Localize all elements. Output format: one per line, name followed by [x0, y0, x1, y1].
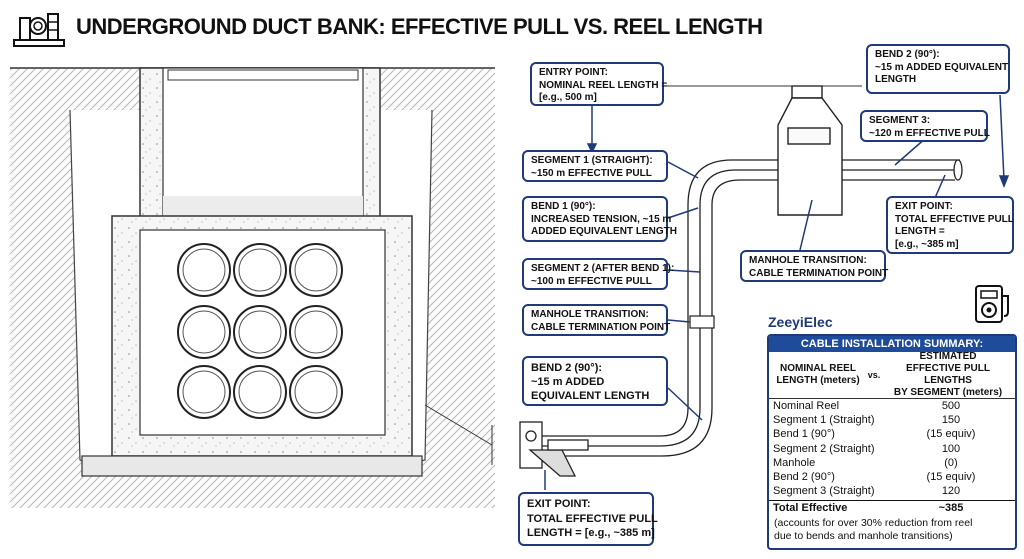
note-line: (accounts for over 30% reduction from re… — [774, 517, 973, 530]
callout-line: BEND 1 (90°): — [531, 201, 596, 212]
row-label: Nominal Reel — [773, 400, 840, 412]
callout-line: CABLE TERMINATION POINT — [749, 267, 889, 279]
total-row: Total Effective ~385 — [769, 500, 1015, 516]
total-label: Total Effective — [773, 502, 848, 515]
callout-exit-point-left: EXIT POINT: TOTAL EFFECTIVE PULL LENGTH … — [518, 492, 658, 546]
table-row: Bend 2 (90°) (15 equiv) — [769, 470, 1015, 484]
row-label: Bend 2 (90°) — [773, 470, 835, 483]
duct-logo-icon — [13, 13, 65, 47]
total-value: ~385 — [938, 502, 964, 515]
callout-line: EXIT POINT: — [527, 498, 591, 510]
callout-line: TOTAL EFFECTIVE PULL — [527, 512, 658, 525]
callout-line: LENGTH — [875, 74, 917, 85]
row-label: Segment 3 (Straight) — [773, 485, 875, 498]
callout-bend-2-left: BEND 2 (90°): ~15 m ADDED EQUIVALENT LEN… — [522, 356, 668, 406]
cable-route — [525, 159, 960, 457]
summary-column-headers: NOMINAL REEL LENGTH (meters) vs. ESTIMAT… — [769, 351, 1015, 399]
callout-bend-2-top: BEND 2 (90°): ~15 m ADDED EQUIVALENT LEN… — [866, 44, 1010, 94]
row-label: Segment 1 (Straight) — [773, 414, 875, 427]
pulling-terminal — [519, 421, 589, 477]
callout-line: ~15 m ADDED — [531, 376, 605, 388]
row-value: (15 equiv) — [926, 470, 976, 483]
callout-line: BEND 2 (90°): — [875, 49, 940, 60]
row-value: 120 — [941, 485, 961, 498]
callout-line: ~100 m EFFECTIVE PULL — [531, 275, 652, 287]
row-value: (15 equiv) — [926, 428, 976, 441]
header-line: ESTIMATED — [919, 351, 977, 362]
callout-line: ENTRY POINT: — [539, 67, 608, 78]
row-value: 100 — [941, 442, 961, 455]
callout-line: MANHOLE TRANSITION: — [531, 309, 649, 320]
table-row: Segment 3 (Straight) 120 — [769, 484, 1015, 498]
table-row: Manhole (0) — [769, 456, 1015, 470]
duct-grid — [177, 243, 343, 419]
page-title: UNDERGROUND DUCT BANK: EFFECTIVE PULL VS… — [76, 14, 763, 39]
callout-segment-3: SEGMENT 3: ~120 m EFFECTIVE PULL — [860, 110, 990, 142]
table-row: Nominal Reel 500 — [769, 399, 1015, 413]
callout-line: EQUIVALENT LENGTH — [531, 390, 650, 402]
callout-entry-point: ENTRY POINT: NOMINAL REEL LENGTH = [e.g.… — [530, 62, 668, 106]
callout-line: BEND 2 (90°): — [531, 362, 603, 374]
callout-line: [e.g., ~385 m] — [895, 238, 959, 250]
row-label: Manhole — [773, 456, 816, 469]
header-line: NOMINAL REEL — [780, 363, 856, 374]
manhole — [777, 85, 843, 216]
callout-line: MANHOLE TRANSITION: — [749, 255, 867, 266]
header-line: EFFECTIVE PULL LENGTHS — [906, 363, 990, 386]
table-row: Segment 1 (Straight) 150 — [769, 413, 1015, 427]
callout-line: LENGTH = [e.g., ~385 m] — [527, 527, 655, 539]
callout-segment-2: SEGMENT 2 (AFTER BEND 1): ~100 m EFFECTI… — [522, 258, 675, 290]
column-effective: ESTIMATED EFFECTIVE PULL LENGTHS BY SEGM… — [885, 351, 1011, 399]
callout-line: EXIT POINT: — [895, 201, 953, 212]
callout-line: TOTAL EFFECTIVE PULL — [895, 213, 1014, 225]
header-line: LENGTH (meters) — [776, 375, 860, 386]
column-nominal: NOMINAL REEL LENGTH (meters) — [773, 363, 863, 387]
row-value: 150 — [941, 414, 961, 427]
callout-line: ~15 m ADDED EQUIVALENT — [875, 61, 1009, 73]
callout-line: [e.g., 500 m] — [539, 92, 597, 103]
row-label: Bend 1 (90°) — [773, 428, 835, 441]
row-label: Segment 2 (Straight) — [773, 442, 875, 455]
summary-note: (accounts for over 30% reduction from re… — [769, 516, 1015, 544]
callout-line: SEGMENT 1 (STRAIGHT): — [531, 155, 653, 166]
table-row: Bend 1 (90°) (15 equiv) — [769, 427, 1015, 441]
callout-line: ~150 m EFFECTIVE PULL — [531, 167, 652, 179]
callout-segment-1: SEGMENT 1 (STRAIGHT): ~150 m EFFECTIVE P… — [522, 150, 668, 182]
callout-manhole-transition-mid: MANHOLE TRANSITION: CABLE TERMINATION PO… — [740, 250, 889, 282]
callout-line: INCREASED TENSION, ~15 m — [531, 213, 672, 225]
callout-line: NOMINAL REEL LENGTH = — [539, 79, 668, 91]
callout-line: ADDED EQUIVALENT LENGTH — [531, 226, 677, 237]
callout-line: ~120 m EFFECTIVE PULL — [869, 127, 990, 139]
callout-line: SEGMENT 3: — [869, 115, 931, 126]
callout-exit-point-right: EXIT POINT: TOTAL EFFECTIVE PULL LENGTH … — [886, 196, 1014, 254]
brand-name: ZeeyiElec — [768, 314, 833, 330]
callout-line: LENGTH = — [895, 226, 945, 237]
row-value: (0) — [944, 456, 958, 469]
header-line: BY SEGMENT (meters) — [893, 387, 1003, 398]
column-vs: vs. — [867, 370, 881, 380]
installation-summary-table: CABLE INSTALLATION SUMMARY: NOMINAL REEL… — [767, 334, 1017, 550]
summary-header: CABLE INSTALLATION SUMMARY: — [769, 336, 1015, 352]
callout-bend-1: BEND 1 (90°): INCREASED TENSION, ~15 m A… — [522, 196, 677, 242]
row-value: 500 — [941, 400, 961, 412]
note-line: due to bends and manhole transitions) — [774, 530, 953, 543]
cable-reel-icon — [975, 285, 1009, 323]
callout-manhole-transition: MANHOLE TRANSITION: CABLE TERMINATION PO… — [522, 304, 671, 336]
callout-line: CABLE TERMINATION POINT — [531, 321, 671, 333]
table-row: Segment 2 (Straight) 100 — [769, 442, 1015, 456]
callout-line: SEGMENT 2 (AFTER BEND 1): — [531, 263, 675, 274]
